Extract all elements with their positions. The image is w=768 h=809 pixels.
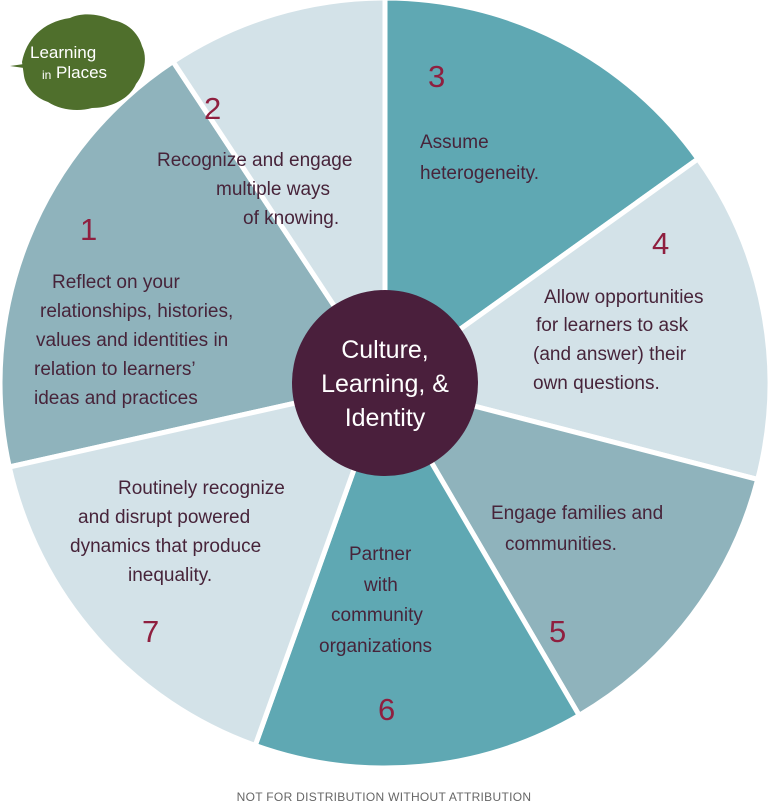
logo-word-learning: Learning [30, 43, 97, 62]
wheel-segment-5 [382, 380, 761, 718]
learning-in-places-logo: Learning in Places [8, 10, 148, 114]
segment-5-line-1: Engage families and [491, 503, 664, 524]
wheel-segment-2 [170, 0, 388, 386]
attribution-notice: NOT FOR DISTRIBUTION WITHOUT ATTRIBUTION [236, 790, 532, 804]
segment-4-number: 4 [652, 226, 670, 261]
center-line-3: Identity [344, 404, 426, 432]
segment-7-number: 7 [142, 614, 160, 649]
segment-7-line-3: dynamics that produce [70, 536, 262, 557]
center-line-1: Culture, [341, 336, 429, 364]
segment-4-line-4: own questions. [533, 373, 660, 394]
segment-1-line-3: values and identities in [36, 330, 229, 351]
segment-6-line-4: organizations [319, 636, 433, 657]
segment-4-line-2: for learners to ask [536, 315, 689, 336]
segment-1-line-4: relation to learners’ [34, 359, 196, 380]
logo-word-in: in [42, 68, 52, 82]
segment-6-line-3: community [331, 605, 423, 626]
center-line-2: Learning, & [321, 370, 449, 398]
logo-word-places: Places [56, 63, 108, 82]
center-circle [292, 290, 478, 476]
segment-1-number: 1 [80, 212, 98, 247]
segment-2-line-2: multiple ways [216, 179, 331, 200]
wheel-segment-4 [382, 156, 768, 482]
wheel-segment-1 [0, 59, 388, 470]
segment-7-line-4: inequality. [128, 565, 213, 586]
segment-6-line-2: with [364, 575, 398, 596]
segment-5-number: 5 [549, 614, 567, 649]
segment-2-line-3: of knowing. [243, 208, 340, 229]
segment-3-number: 3 [428, 59, 446, 94]
segment-4-line-3: (and answer) their [533, 344, 687, 365]
segment-4-line-1: Allow opportunities [544, 287, 704, 308]
segment-1-line-5: ideas and practices [34, 388, 198, 409]
segment-2-number: 2 [204, 91, 222, 126]
segment-6-number: 6 [378, 692, 396, 727]
segment-6-line-1: Partner [349, 544, 412, 565]
segment-1-line-2: relationships, histories, [40, 301, 234, 322]
segment-5-line-2: communities. [505, 534, 617, 555]
segment-1-line-1: Reflect on your [52, 272, 180, 293]
wheel-segment-3 [382, 0, 701, 386]
segment-7-line-1: Routinely recognize [118, 478, 285, 499]
segment-3-line-2: heterogeneity. [420, 163, 540, 184]
segment-7-line-2: and disrupt powered [78, 507, 251, 528]
center-title: Culture, Learning, & Identity [292, 333, 478, 435]
leaf-icon [10, 14, 145, 111]
wheel-segment-7 [6, 380, 388, 748]
segment-2-line-1: Recognize and engage [157, 150, 353, 171]
wheel-segment-6 [252, 380, 582, 771]
segment-3-line-1: Assume [420, 132, 489, 153]
